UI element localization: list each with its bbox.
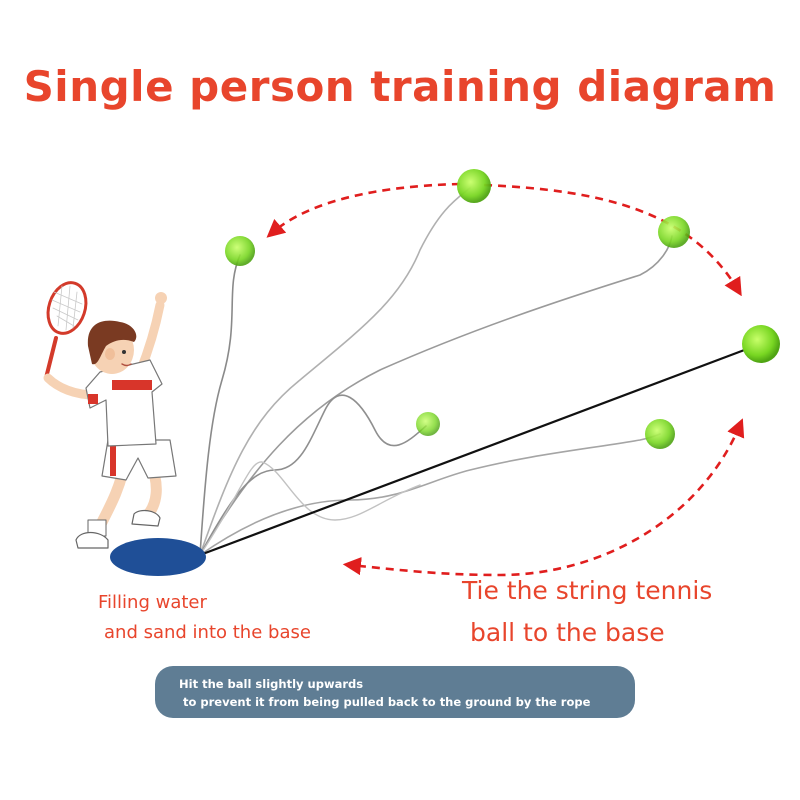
trajectory-rope <box>199 254 241 556</box>
tennis-ball-icon <box>658 216 690 248</box>
trajectory-rope <box>199 433 661 556</box>
string-caption-line2: ball to the base <box>470 618 665 647</box>
instruction-note: Hit the ball slightly upwards to prevent… <box>155 666 635 718</box>
trajectory-rope <box>199 235 673 556</box>
trajectory-rope <box>199 461 421 556</box>
arc-arrow-top-right <box>483 183 742 297</box>
tennis-ball-icon <box>225 236 255 266</box>
tennis-ball-icon <box>742 325 780 363</box>
string-caption-line1: Tie the string tennis <box>462 576 713 605</box>
racket-icon <box>44 281 88 380</box>
taut-rope <box>199 344 756 557</box>
weighted-base <box>110 538 206 576</box>
tennis-ball-icon <box>645 419 675 449</box>
base-caption-line1: Filling water <box>98 592 207 613</box>
base-caption-line2: and sand into the base <box>104 622 311 643</box>
rope-trajectories <box>199 187 673 556</box>
instruction-note-line2: to prevent it from being pulled back to … <box>183 695 591 709</box>
arc-arrow-bottom <box>342 418 745 577</box>
trajectory-rope <box>199 394 427 556</box>
arc-arrow-top-left <box>266 182 461 238</box>
diagram-title: Single person training diagram <box>23 62 777 111</box>
tennis-balls <box>225 169 780 449</box>
tennis-ball-icon <box>416 412 440 436</box>
instruction-note-line1: Hit the ball slightly upwards <box>179 677 364 691</box>
base-caption: Filling water and sand into the base <box>98 588 311 648</box>
trajectory-rope <box>199 187 471 556</box>
tennis-ball-icon <box>457 169 491 203</box>
string-caption: Tie the string tennis ball to the base <box>462 570 712 654</box>
player-illustration <box>43 281 177 549</box>
